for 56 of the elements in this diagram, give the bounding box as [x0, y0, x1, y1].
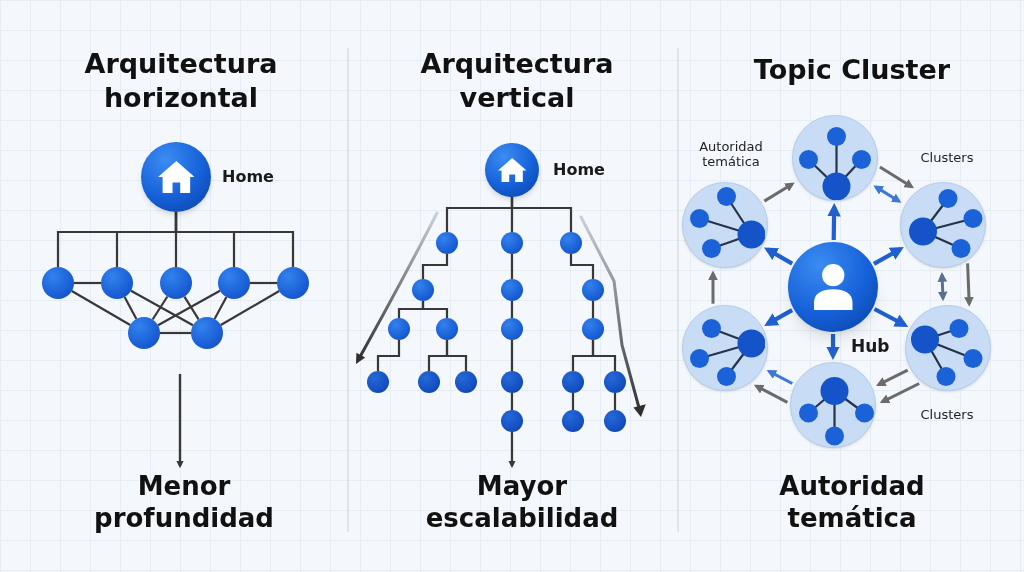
connector-line: [174, 212, 295, 267]
connector-line: [376, 340, 401, 371]
node-label: Hub: [851, 335, 890, 359]
panel-title: Arquitectura vertical: [420, 47, 614, 115]
arrow: [764, 308, 794, 326]
connector-line: [510, 340, 514, 371]
connector-line: [130, 289, 194, 327]
connector-line: [569, 254, 595, 279]
arrow: [753, 384, 789, 404]
connector-line: [74, 281, 101, 285]
arrow: [937, 272, 948, 302]
arrow: [879, 165, 915, 189]
connector-line: [123, 296, 138, 320]
arrow: [872, 247, 904, 266]
arrow: [176, 374, 184, 469]
connector-line: [421, 301, 449, 318]
summary-text: Menor profundidad: [94, 470, 274, 534]
summary-text: Autoridad temática: [779, 470, 925, 534]
arrow: [764, 247, 794, 266]
arrow: [873, 307, 909, 327]
panel-title: Topic Cluster: [753, 53, 951, 87]
arrow: [876, 368, 909, 386]
connector-line: [571, 393, 575, 410]
annotation-label: Autoridad temática: [699, 139, 763, 169]
arrow: [763, 182, 795, 203]
annotation-label: Clusters: [920, 150, 974, 165]
connector-line: [213, 296, 228, 320]
connector-line: [71, 290, 131, 326]
connector-line: [591, 340, 617, 371]
arrow: [879, 382, 920, 404]
annotation-label: Clusters: [920, 407, 974, 422]
connector-line: [421, 254, 449, 279]
arrow: [964, 263, 974, 307]
connector-line: [613, 393, 617, 410]
arrow: [766, 369, 793, 385]
arrow: [827, 202, 841, 241]
connector-line: [510, 197, 573, 232]
panel-title: Arquitectura horizontal: [84, 47, 278, 115]
connector-line: [160, 331, 191, 335]
summary-text: Mayor escalabilidad: [425, 470, 619, 534]
connector-line: [183, 296, 200, 320]
connector-line: [445, 340, 468, 371]
node-label: Home: [222, 166, 274, 188]
connector-line: [250, 281, 277, 285]
connector-line: [220, 290, 280, 326]
node-label: Home: [553, 159, 605, 181]
arrow: [508, 432, 516, 469]
connector-line: [591, 301, 595, 318]
arrow: [708, 270, 718, 304]
connector-line: [510, 393, 514, 410]
arrow: [873, 185, 902, 203]
connector-line: [157, 289, 221, 327]
connector-line: [151, 295, 169, 321]
arrow: [826, 334, 840, 361]
connector-line: [510, 301, 514, 318]
connector-line: [510, 254, 514, 279]
